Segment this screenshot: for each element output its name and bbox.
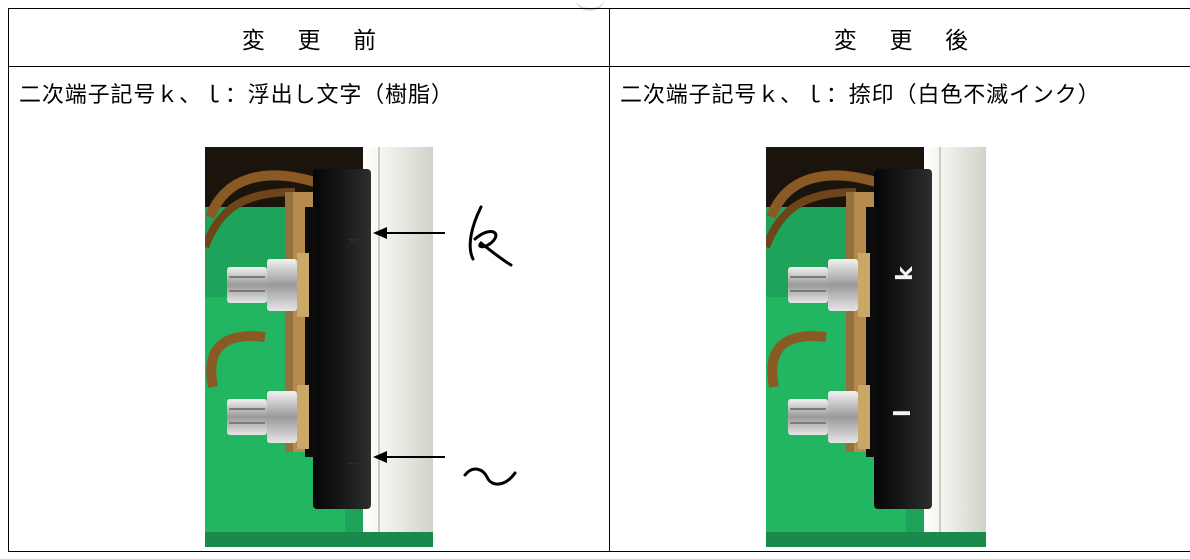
copper-lead-top [766,170,878,219]
caption-after: 二次端子記号ｋ、ｌ：捺印（白色不滅インク） [620,83,1101,108]
embossed-k-mark: k [342,237,363,248]
copper-lead-bottom [767,331,827,388]
header-after: 変 更 後 [833,27,981,54]
printed-k-mark: k [893,265,918,281]
copper-lead-bottom [206,331,266,388]
white-panel [363,147,433,547]
header-row: 変 更 前 変 更 後 [8,8,1190,67]
arrow-to-l [373,451,445,463]
upper-terminal-nut [227,253,309,317]
header-after-cell: 変 更 後 [609,8,1190,67]
photo-after: k l [766,147,1006,547]
upper-terminal-nut [788,253,870,317]
after-cell: 二次端子記号ｋ、ｌ：捺印（白色不滅インク） [609,66,1190,552]
terminal-block [874,169,932,509]
embossed-l-mark: l [342,461,363,466]
arrow-to-k [373,227,445,239]
header-before: 変 更 前 [241,27,389,54]
terminal-photo-after: k l [766,147,986,547]
terminal-photo-before: k l [205,147,517,547]
comparison-table: 変 更 前 変 更 後 二次端子記号ｋ、ｌ：浮出し文字（樹脂） [8,8,1190,552]
terminal-block [313,169,371,509]
printed-l-mark: l [891,409,916,417]
header-before-cell: 変 更 前 [8,8,610,67]
copper-lead-top [205,170,317,219]
handwritten-l-annotation [463,467,517,486]
white-panel [924,147,986,547]
caption-before: 二次端子記号ｋ、ｌ：浮出し文字（樹脂） [19,83,454,108]
before-cell: 二次端子記号ｋ、ｌ：浮出し文字（樹脂） [8,66,610,552]
photo-before: k l [205,147,565,547]
handwritten-k-annotation [468,205,513,267]
lower-terminal-nut [788,385,870,449]
lower-terminal-nut [227,385,309,449]
body-row: 二次端子記号ｋ、ｌ：浮出し文字（樹脂） [8,66,1190,552]
